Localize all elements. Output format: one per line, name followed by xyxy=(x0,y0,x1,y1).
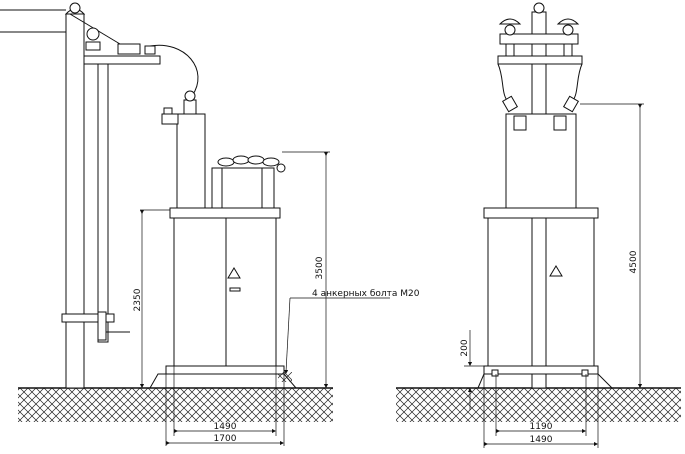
dim-1700-label: 1700 xyxy=(214,434,237,444)
dim-200-label: 200 xyxy=(460,339,470,356)
dim-4500: 4500 xyxy=(580,103,644,389)
cabinet-left xyxy=(149,207,297,389)
left-view: 2350 3500 4 анкерных болта М20 1490 1700 xyxy=(0,2,420,446)
dim-1490-left-label: 1490 xyxy=(214,422,237,432)
transformer-right xyxy=(501,95,580,209)
dim-3500: 3500 xyxy=(282,151,330,389)
anchor-bolts-callout: 4 анкерных болта М20 xyxy=(284,289,420,375)
pole-top-insulators-right xyxy=(497,2,583,105)
dim-200: 200 xyxy=(460,330,484,410)
ground-right xyxy=(396,388,681,422)
dim-1190: 1190 xyxy=(495,374,587,436)
cabinet-right xyxy=(477,207,613,389)
dim-3500-label: 3500 xyxy=(315,256,325,279)
anchor-bolts-label: 4 анкерных болта М20 xyxy=(312,289,420,299)
dim-1490-right: 1490 xyxy=(483,374,599,448)
crossarm-left xyxy=(83,27,199,97)
dim-4500-label: 4500 xyxy=(629,250,639,273)
dim-1490-right-label: 1490 xyxy=(530,435,553,445)
dim-1190-label: 1190 xyxy=(530,422,553,432)
ground-left xyxy=(18,388,333,422)
pole-top-insulator xyxy=(0,2,121,45)
transformer-left xyxy=(161,90,206,209)
lv-bushings-left xyxy=(211,155,286,209)
utility-pole xyxy=(61,13,130,389)
warning-sign-left xyxy=(227,267,241,279)
dim-2350-label: 2350 xyxy=(133,288,143,311)
dim-1700: 1700 xyxy=(165,374,285,446)
warning-sign-right xyxy=(549,265,563,277)
dim-2350: 2350 xyxy=(133,209,170,389)
dim-1490-left: 1490 xyxy=(173,366,277,436)
right-view: 4500 200 1190 1490 xyxy=(396,2,681,448)
